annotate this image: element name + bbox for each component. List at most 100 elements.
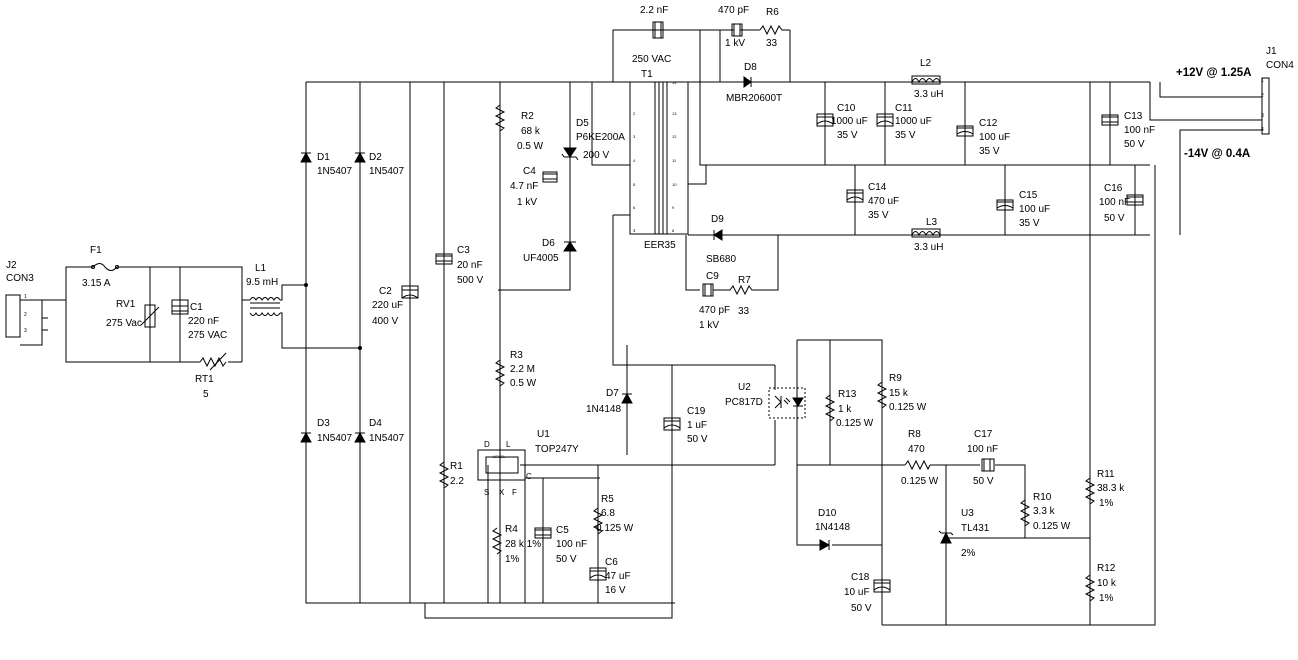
- c1-value: 220 nF: [188, 316, 219, 327]
- snubber-bottom: C9 470 pF 1 kV R7 33: [699, 271, 760, 331]
- diode-d1: D1 1N5407: [300, 151, 352, 177]
- ic-u1: LEVEL U1 TOP247Y D L S X F C: [477, 429, 579, 497]
- resistor-r12: R12 10 k 1%: [1084, 563, 1117, 604]
- u1-pin: D: [484, 440, 490, 449]
- d5-voltage: 200 V: [583, 150, 609, 161]
- r4-ref: R4: [505, 524, 518, 535]
- wiring: [20, 29, 1262, 626]
- d5-ref: D5: [576, 118, 589, 129]
- c-snub-voltage: 1 kV: [725, 38, 745, 49]
- c9-ref: C9: [706, 271, 719, 282]
- connector-j1: J1 CON4 1 2 3 4 +12V @ 1.25A -14V @ 0.4A: [1176, 46, 1294, 160]
- capacitor-c6: C6 47 uF 16 V: [589, 557, 631, 596]
- junction-dots: [304, 283, 362, 350]
- r9-power: 0.125 W: [889, 402, 927, 413]
- output-neg-label: -14V @ 0.4A: [1184, 148, 1250, 160]
- d2-part: 1N5407: [369, 166, 404, 177]
- r13-value: 1 k: [838, 404, 852, 415]
- t1-pin: 7: [633, 228, 636, 233]
- r10-power: 0.125 W: [1033, 521, 1071, 532]
- diode-d6: D6 UF4005: [523, 238, 577, 264]
- resistor-r9: R9 15 k 0.125 W: [876, 373, 927, 413]
- transformer-t1: 250 VAC T1 EER35 1 2 3 4 5 6 7 8 9 10 11…: [629, 54, 689, 251]
- r8-value: 470: [908, 444, 925, 455]
- c12-ref: C12: [979, 118, 998, 129]
- r13-power: 0.125 W: [836, 418, 874, 429]
- c16-voltage: 50 V: [1104, 213, 1125, 224]
- j1-ref: J1: [1266, 46, 1277, 57]
- d3-part: 1N5407: [317, 433, 352, 444]
- d1-part: 1N5407: [317, 166, 352, 177]
- r8-power: 0.125 W: [901, 476, 939, 487]
- u1-pin: F: [512, 488, 517, 497]
- rv1-value: 275 Vac: [106, 318, 142, 329]
- c-snub-value: 470 pF: [718, 5, 749, 16]
- capacitor-c14: C14 470 uF 35 V: [846, 182, 899, 221]
- f1-value: 3.15 A: [82, 278, 111, 289]
- resistor-r4: R4 28 k 1% 1%: [491, 524, 541, 565]
- c5-value: 100 nF: [556, 539, 587, 550]
- c10-value: 1000 uF: [831, 116, 868, 127]
- inductor-l2: L2 3.3 uH: [911, 58, 943, 100]
- d6-part: UF4005: [523, 253, 559, 264]
- r11-ref: R11: [1097, 469, 1115, 480]
- l1-value: 9.5 mH: [246, 277, 278, 288]
- u2-ref: U2: [738, 382, 751, 393]
- r11-tol: 1%: [1099, 498, 1114, 509]
- t1-pin: 6: [633, 205, 636, 210]
- c12-value: 100 uF: [979, 132, 1010, 143]
- d10-ref: D10: [818, 508, 837, 519]
- capacitor-c17: C17 100 nF 50 V: [967, 429, 998, 487]
- c5-voltage: 50 V: [556, 554, 577, 565]
- diode-d7: D7 1N4148: [586, 388, 633, 415]
- capacitor-c5: C5 100 nF 50 V: [534, 525, 587, 565]
- c9-voltage: 1 kV: [699, 320, 719, 331]
- r12-value: 10 k: [1097, 578, 1117, 589]
- t1-pin: 5: [633, 182, 636, 187]
- rv1-ref: RV1: [116, 299, 136, 310]
- r4-tol: 1%: [505, 554, 520, 565]
- u3-part: TL431: [961, 523, 990, 534]
- diode-d3: D3 1N5407: [300, 418, 352, 444]
- resistor-r13: R13 1 k 0.125 W: [824, 389, 874, 429]
- c9-value: 470 pF: [699, 305, 730, 316]
- c2-ref: C2: [379, 286, 392, 297]
- capacitor-c19: C19 1 uF 50 V: [663, 406, 708, 445]
- capacitor-c18: C18 10 uF 50 V: [844, 572, 891, 614]
- t1-pin: 11: [672, 158, 677, 163]
- r11-value: 38.3 k: [1097, 483, 1125, 494]
- capacitor-y-top: 2.2 nF: [640, 5, 668, 39]
- c18-ref: C18: [851, 572, 870, 583]
- u1-chip-label: LEVEL: [493, 454, 506, 459]
- r5-power: 0.125 W: [596, 523, 634, 534]
- thermistor-rt1: RT1 5: [195, 352, 227, 400]
- t1-pin: 10: [672, 182, 677, 187]
- f1-ref: F1: [90, 245, 102, 256]
- t1-pin: 2: [633, 111, 636, 116]
- c5-ref: C5: [556, 525, 569, 536]
- c3-ref: C3: [457, 245, 470, 256]
- c1-voltage: 275 VAC: [188, 330, 227, 341]
- c-top-value: 2.2 nF: [640, 5, 668, 16]
- l2-value: 3.3 uH: [914, 89, 943, 100]
- c17-ref: C17: [974, 429, 993, 440]
- resistor-r1: R1 2.2: [438, 461, 464, 489]
- c14-value: 470 uF: [868, 196, 899, 207]
- d7-part: 1N4148: [586, 404, 621, 415]
- c16-ref: C16: [1104, 183, 1123, 194]
- c12-voltage: 35 V: [979, 146, 1000, 157]
- diode-d2: D2 1N5407: [354, 151, 404, 177]
- c2-value: 220 uF: [372, 300, 403, 311]
- u1-ref: U1: [537, 429, 550, 440]
- r12-ref: R12: [1097, 563, 1116, 574]
- capacitor-c3: C3 20 nF 500 V: [435, 245, 483, 286]
- connector-j2: J2 CON3 1 2 3: [5, 260, 34, 338]
- j2-ref: J2: [6, 260, 17, 271]
- t1-pin: 4: [633, 158, 636, 163]
- snubber-top: 470 pF 1 kV R6 33: [718, 5, 790, 49]
- diode-d8: D8 MBR20600T: [726, 62, 782, 104]
- d6-ref: D6: [542, 238, 555, 249]
- j1-pin: 2: [1261, 93, 1264, 99]
- r7-value: 33: [738, 306, 750, 317]
